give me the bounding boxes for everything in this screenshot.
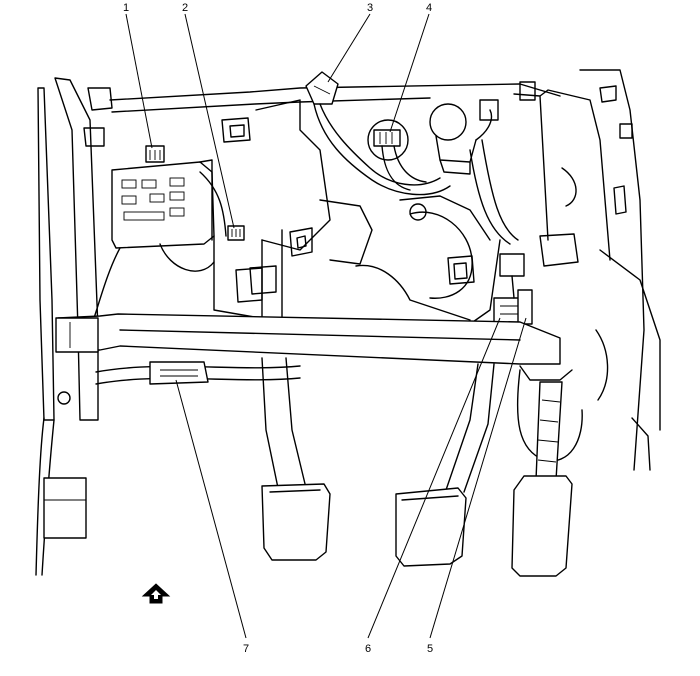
accelerator-pedal	[511, 365, 583, 577]
callout-4: 4	[426, 2, 432, 14]
left-bracket	[55, 317, 99, 353]
front-direction-arrow-icon	[141, 583, 171, 604]
clutch-pedal	[261, 357, 331, 561]
left-kick-panel	[35, 77, 113, 576]
leader-lines	[125, 13, 527, 639]
connector-7	[149, 361, 209, 385]
connector-3	[305, 71, 339, 105]
fuse-relay-box	[93, 145, 245, 319]
callout-1: 1	[123, 2, 129, 14]
brake-pedal	[395, 363, 495, 567]
callout-labels: 1 2 3 4 5 6 7	[123, 2, 433, 655]
connector-4	[373, 129, 401, 147]
callout-6: 6	[365, 643, 371, 655]
callout-5: 5	[427, 643, 433, 655]
pedal-bracket	[213, 195, 501, 325]
lower-connector	[43, 477, 87, 539]
connector-upper-switch	[499, 253, 525, 277]
callout-2: 2	[182, 2, 188, 14]
right-trim	[513, 69, 661, 471]
callout-7: 7	[243, 643, 249, 655]
connector-5	[517, 289, 533, 325]
callout-3: 3	[367, 2, 373, 14]
upper-wiring	[305, 71, 519, 245]
cross-member	[55, 313, 561, 385]
switch-connectors	[493, 253, 533, 329]
